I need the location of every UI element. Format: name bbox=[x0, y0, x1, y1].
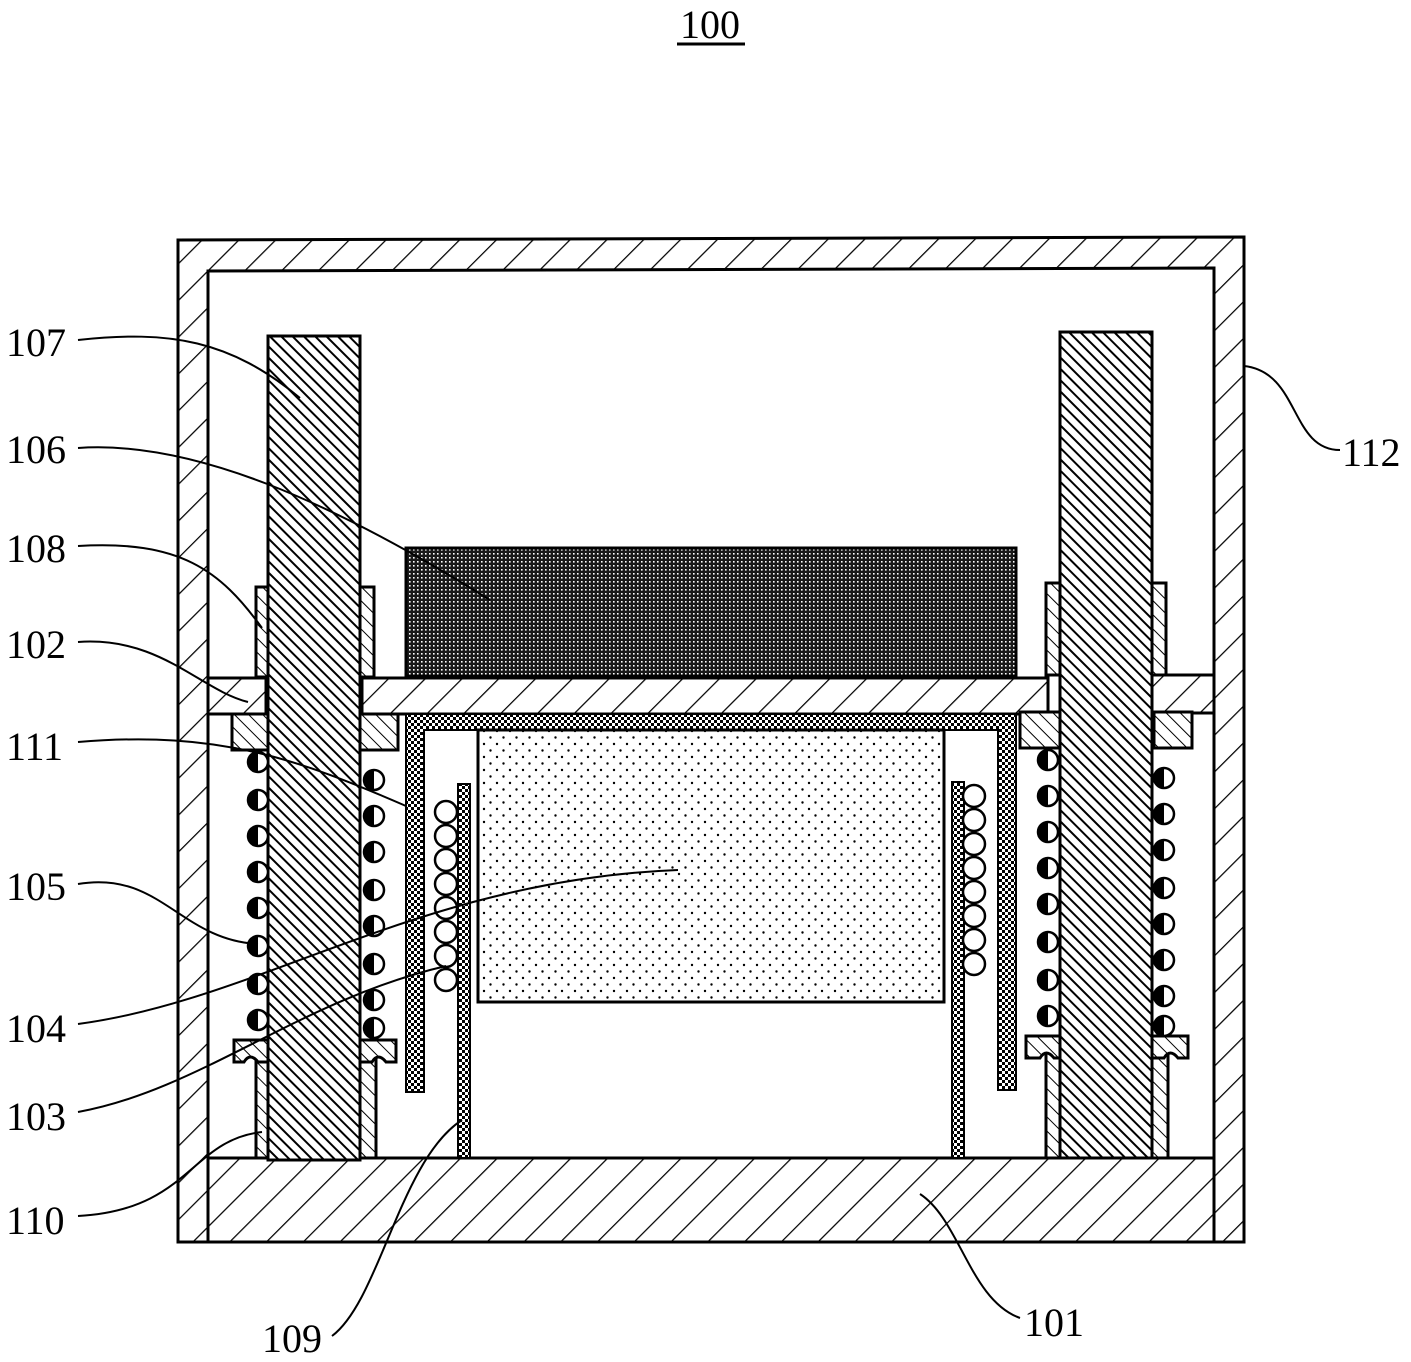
lower-collar-left-b bbox=[360, 714, 398, 750]
spring-right-inner bbox=[1038, 750, 1058, 1026]
leader-108 bbox=[78, 545, 262, 628]
label-106: 106 bbox=[6, 427, 66, 472]
support-plate-right bbox=[1152, 675, 1214, 713]
coil-right bbox=[963, 785, 985, 975]
label-108: 108 bbox=[6, 526, 66, 571]
label-111: 111 bbox=[6, 724, 63, 769]
label-112: 112 bbox=[1342, 430, 1401, 475]
post-right bbox=[1060, 332, 1152, 1158]
spring-left-outer bbox=[248, 752, 268, 1030]
top-mass-block bbox=[406, 548, 1016, 676]
label-105: 105 bbox=[6, 864, 66, 909]
base-plate bbox=[208, 1158, 1214, 1242]
leader-112 bbox=[1244, 366, 1340, 450]
label-107: 107 bbox=[6, 320, 66, 365]
label-103: 103 bbox=[6, 1094, 66, 1139]
support-plate-center bbox=[362, 678, 1048, 714]
label-101: 101 bbox=[1024, 1300, 1084, 1345]
figure-title: 100 bbox=[680, 2, 740, 47]
inner-wall-left bbox=[458, 784, 470, 1158]
spring-seat-right-b bbox=[1152, 1036, 1188, 1058]
inner-wall-right bbox=[952, 782, 964, 1158]
dotted-core bbox=[478, 730, 944, 1002]
label-102: 102 bbox=[6, 622, 66, 667]
coil-left bbox=[435, 801, 457, 991]
label-104: 104 bbox=[6, 1006, 66, 1051]
lower-collar-right-b bbox=[1154, 712, 1192, 748]
spring-seat-right-a bbox=[1026, 1036, 1064, 1058]
spring-seat-left-b bbox=[360, 1040, 396, 1062]
spring-right-outer bbox=[1154, 768, 1174, 1036]
leader-102 bbox=[78, 642, 248, 702]
support-plate-left bbox=[208, 678, 266, 714]
post-left bbox=[268, 336, 360, 1160]
leader-105 bbox=[78, 882, 258, 944]
spring-left-inner bbox=[364, 770, 384, 1038]
lower-collar-left-a bbox=[232, 714, 270, 750]
label-110: 110 bbox=[6, 1198, 65, 1243]
lower-collar-right-a bbox=[1020, 712, 1064, 748]
label-109: 109 bbox=[262, 1316, 322, 1361]
